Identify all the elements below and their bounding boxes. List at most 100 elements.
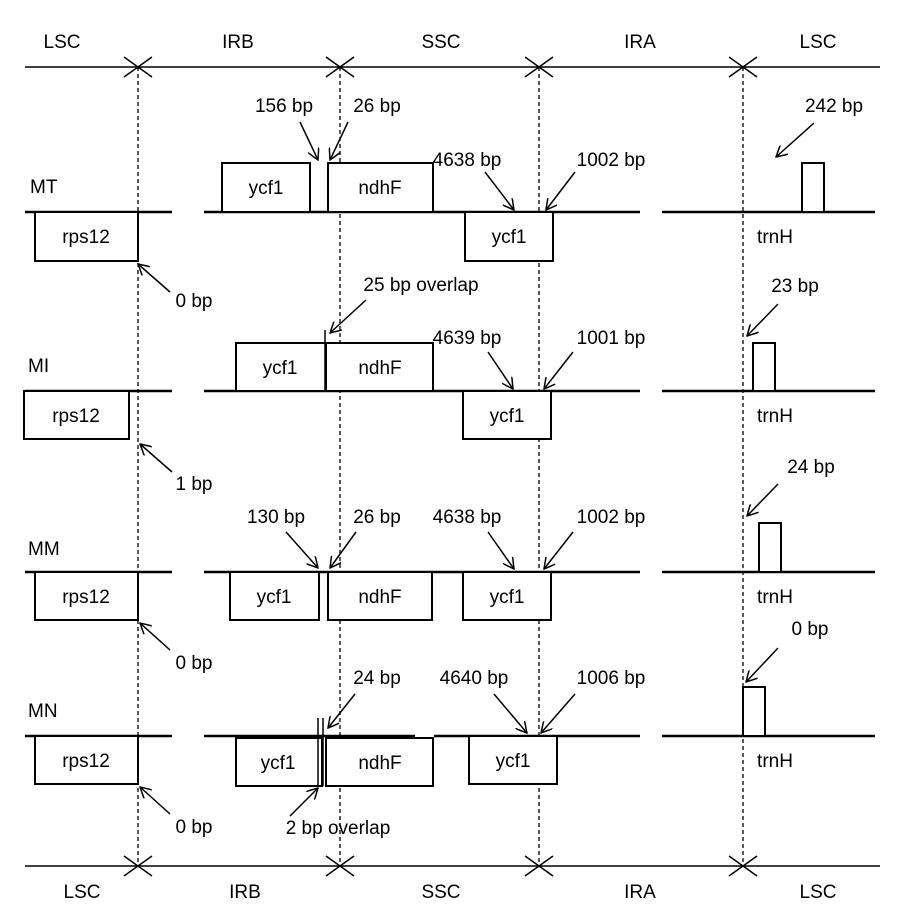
distance-label: 4640 bp xyxy=(440,668,509,689)
gene-ycf1-ssc xyxy=(462,390,552,440)
distance-arrow xyxy=(484,171,514,210)
species-label: MM xyxy=(28,539,60,560)
species-label: MI xyxy=(28,356,49,377)
gene-trnh-box xyxy=(752,342,776,392)
gene-rps12-label: rps12 xyxy=(52,406,100,427)
distance-label: 4638 bp xyxy=(433,150,502,171)
distance-arrow xyxy=(330,299,367,333)
bottom-boundary-marks xyxy=(123,855,758,877)
gene-ndhf-label: ndhF xyxy=(358,753,401,774)
region-label-bottom-lsc-right: LSC xyxy=(800,882,837,903)
distance-arrow xyxy=(140,444,173,473)
gene-ycf1-ssc xyxy=(462,571,552,621)
top-region-bar: LSC IRB SSC IRA LSC xyxy=(25,32,880,78)
gene-ycf1-ssc xyxy=(468,735,558,785)
distance-label: 0 bp xyxy=(176,291,213,312)
distance-arrow xyxy=(487,351,513,389)
gene-ycf1-ssc-label: ycf1 xyxy=(496,751,531,772)
distance-label: 24 bp xyxy=(353,668,401,689)
distance-label: 4639 bp xyxy=(433,328,502,349)
distance-label: 242 bp xyxy=(805,96,863,117)
distance-label: 25 bp overlap xyxy=(363,275,478,296)
distance-arrow xyxy=(541,693,576,733)
region-label-top-lsc-right: LSC xyxy=(800,32,837,53)
distance-label: 130 bp xyxy=(247,507,305,528)
distance-arrow xyxy=(746,647,779,682)
distance-arrow xyxy=(138,264,171,293)
gene-ycf1-ssc-label: ycf1 xyxy=(490,587,525,608)
gene-ndhf-label: ndhF xyxy=(358,358,401,379)
region-label-top-ssc: SSC xyxy=(421,32,460,53)
gene-ycf1-irb-label: ycf1 xyxy=(257,587,292,608)
gene-trnh-label: trnH xyxy=(757,587,793,608)
distance-arrow xyxy=(487,531,514,569)
species-label: MN xyxy=(28,701,58,722)
region-label-top-ira: IRA xyxy=(624,32,656,53)
region-label-top-irb: IRB xyxy=(222,32,254,53)
gene-rps12-label: rps12 xyxy=(62,751,110,772)
distance-label: 1 bp xyxy=(176,474,213,495)
gene-ycf1-ssc-label: ycf1 xyxy=(490,406,525,427)
distance-label: 1002 bp xyxy=(577,507,646,528)
region-label-bottom-ira: IRA xyxy=(624,882,656,903)
gene-rps12 xyxy=(34,571,139,621)
distance-arrow xyxy=(140,623,171,651)
distance-label: 2 bp overlap xyxy=(286,818,391,839)
distance-arrow xyxy=(546,171,576,210)
distance-arrow xyxy=(776,122,815,157)
distance-label: 1002 bp xyxy=(577,150,646,171)
region-label-bottom-irb: IRB xyxy=(229,882,261,903)
distance-arrow xyxy=(328,693,356,728)
distance-label: 26 bp xyxy=(353,507,401,528)
distance-arrow xyxy=(285,531,318,568)
region-label-bottom-ssc: SSC xyxy=(421,882,460,903)
gene-ycf1-irb xyxy=(235,342,327,392)
distance-arrow xyxy=(544,531,574,569)
track-mm: MM rps12 ycf1 ndhF ycf1 trnH 130 bp 26 b… xyxy=(25,457,875,674)
distance-arrow xyxy=(747,483,779,516)
gene-ycf1-ssc-label: ycf1 xyxy=(492,227,527,248)
gene-trnh-box xyxy=(801,162,825,213)
distance-label: 1006 bp xyxy=(577,668,646,689)
gene-ndhf xyxy=(325,737,434,787)
gene-ndhf xyxy=(325,342,434,392)
distance-label: 1001 bp xyxy=(577,328,646,349)
distance-label: 26 bp xyxy=(353,96,401,117)
gene-ycf1-irb xyxy=(235,737,323,787)
distance-arrow xyxy=(544,351,574,389)
distance-arrow xyxy=(289,788,318,817)
gene-trnh-box xyxy=(742,686,766,737)
distance-label: 0 bp xyxy=(176,817,213,838)
distance-arrow xyxy=(299,121,318,160)
gene-ndhf-label: ndhF xyxy=(358,178,401,199)
gene-rps12 xyxy=(34,735,139,785)
gene-trnh-label: trnH xyxy=(757,406,793,427)
distance-arrow xyxy=(140,787,171,815)
distance-label: 0 bp xyxy=(792,619,829,640)
gene-ndhf xyxy=(327,162,434,213)
distance-label: 24 bp xyxy=(787,457,835,478)
gene-trnh-label: trnH xyxy=(757,227,793,248)
distance-arrow xyxy=(330,531,357,568)
distance-arrow xyxy=(747,303,779,336)
track-mn: MN rps12 ycf1 ndhF ycf1 trnH 24 bp 4640 … xyxy=(25,619,875,839)
gene-ycf1-ssc xyxy=(464,211,554,262)
gene-rps12 xyxy=(34,211,139,262)
gene-ndhf xyxy=(327,571,433,621)
region-label-top-lsc-left: LSC xyxy=(44,32,81,53)
distance-label: 23 bp xyxy=(771,276,819,297)
gene-trnh-label: trnH xyxy=(757,751,793,772)
gene-ycf1-irb xyxy=(229,571,320,621)
track-mt: MT rps12 ycf1 ndhF ycf1 trnH 156 bp 26 b… xyxy=(25,96,875,312)
gene-ndhf-label: ndhF xyxy=(358,587,401,608)
distance-arrow xyxy=(330,121,349,160)
gene-ycf1-irb xyxy=(221,162,311,213)
distance-arrow xyxy=(493,693,527,733)
gene-rps12 xyxy=(23,390,130,440)
gene-ycf1-irb-label: ycf1 xyxy=(261,753,296,774)
gene-trnh-box xyxy=(758,522,782,573)
distance-label: 4638 bp xyxy=(433,507,502,528)
gene-rps12-label: rps12 xyxy=(62,587,110,608)
distance-label: 0 bp xyxy=(176,653,213,674)
